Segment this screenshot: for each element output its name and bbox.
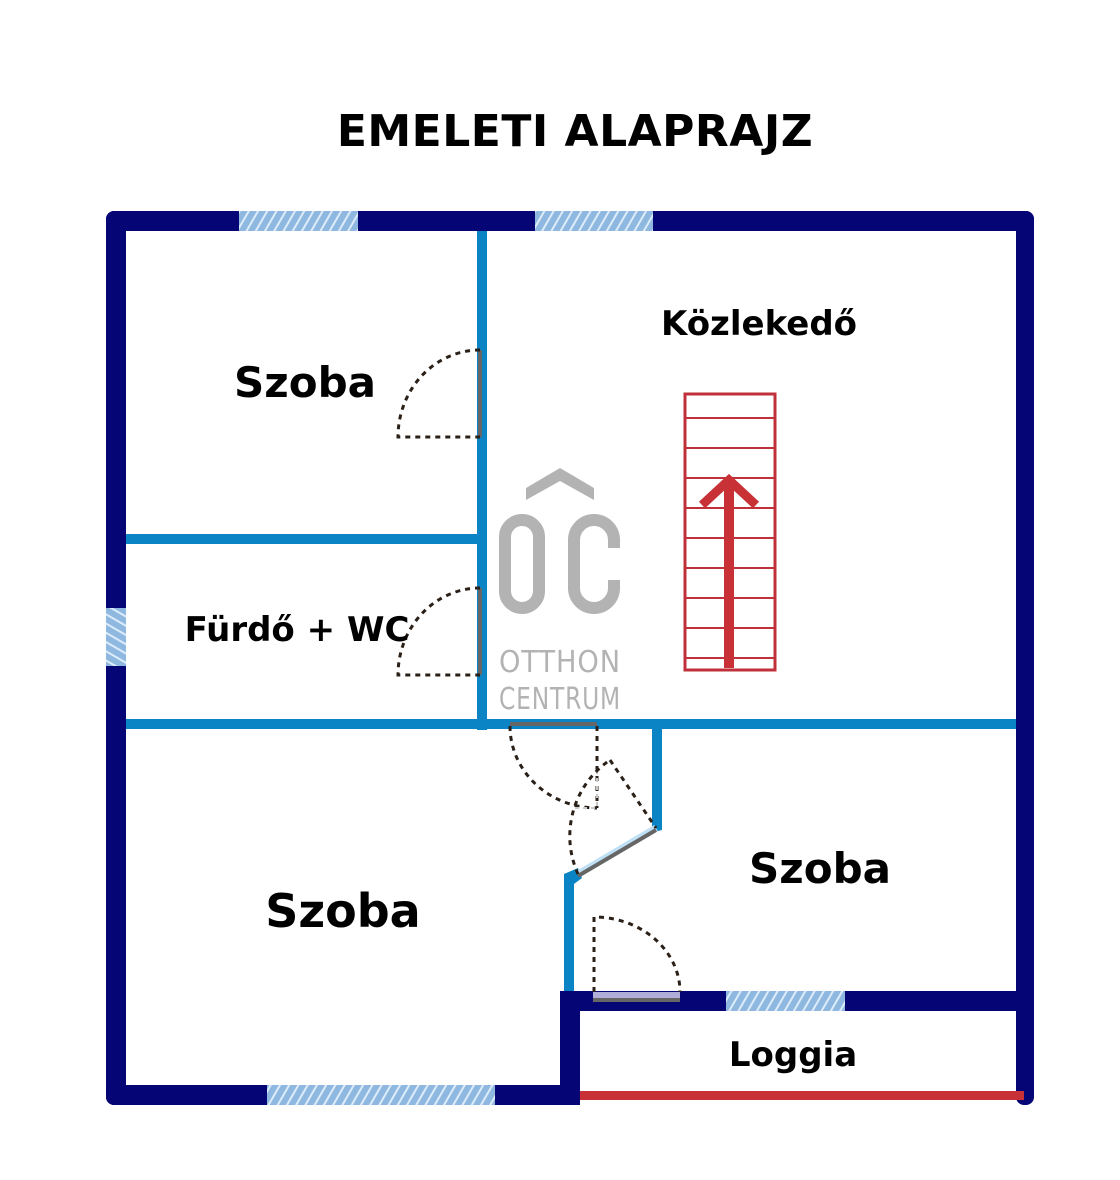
- room-label-loggia: Loggia: [729, 1035, 857, 1075]
- otthon-centrum-logo: OTTHON CENTRUM: [499, 468, 621, 717]
- room-label-kozlekedo: Közlekedő: [661, 304, 857, 344]
- wall-szoba-furdo: [116, 534, 482, 544]
- wall-right: [1016, 211, 1034, 1105]
- window-top-middle: [535, 211, 653, 231]
- logo-line1: OTTHON: [499, 645, 621, 680]
- wall-se-vertical-upper: [652, 724, 662, 828]
- wall-nw-vertical: [477, 222, 487, 730]
- doors: [396, 348, 682, 1002]
- wall-se-vertical-lower: [564, 874, 574, 996]
- logo-line2: CENTRUM: [499, 682, 621, 717]
- staircase: [683, 392, 777, 672]
- logo-roof-icon: [526, 468, 594, 500]
- door-loggia: [592, 915, 682, 1002]
- door-szoba-sw: [508, 722, 599, 810]
- room-label-furdo-wc: Fürdő + WC: [185, 610, 410, 650]
- room-label-szoba-se: Szoba: [749, 844, 891, 893]
- wall-loggia-left: [560, 991, 580, 1105]
- stair-outline: [683, 392, 777, 672]
- window-loggia: [726, 991, 845, 1011]
- door-furdo: [396, 586, 482, 677]
- stair-direction-arrow-icon: [698, 473, 760, 668]
- door-szoba-se: [568, 758, 658, 878]
- room-label-szoba-sw: Szoba: [265, 884, 420, 938]
- logo-o-icon: [499, 514, 545, 614]
- plan-title: EMELETI ALAPRAJZ: [337, 106, 813, 157]
- windows: [106, 211, 845, 1105]
- window-bottom-left: [267, 1085, 495, 1105]
- window-top-left: [239, 211, 358, 231]
- logo-c-icon: [568, 514, 620, 614]
- room-label-szoba-nw: Szoba: [234, 358, 376, 407]
- window-left-bathroom: [106, 608, 126, 666]
- loggia-railing: [580, 1091, 1024, 1100]
- door-szoba-nw: [396, 348, 482, 439]
